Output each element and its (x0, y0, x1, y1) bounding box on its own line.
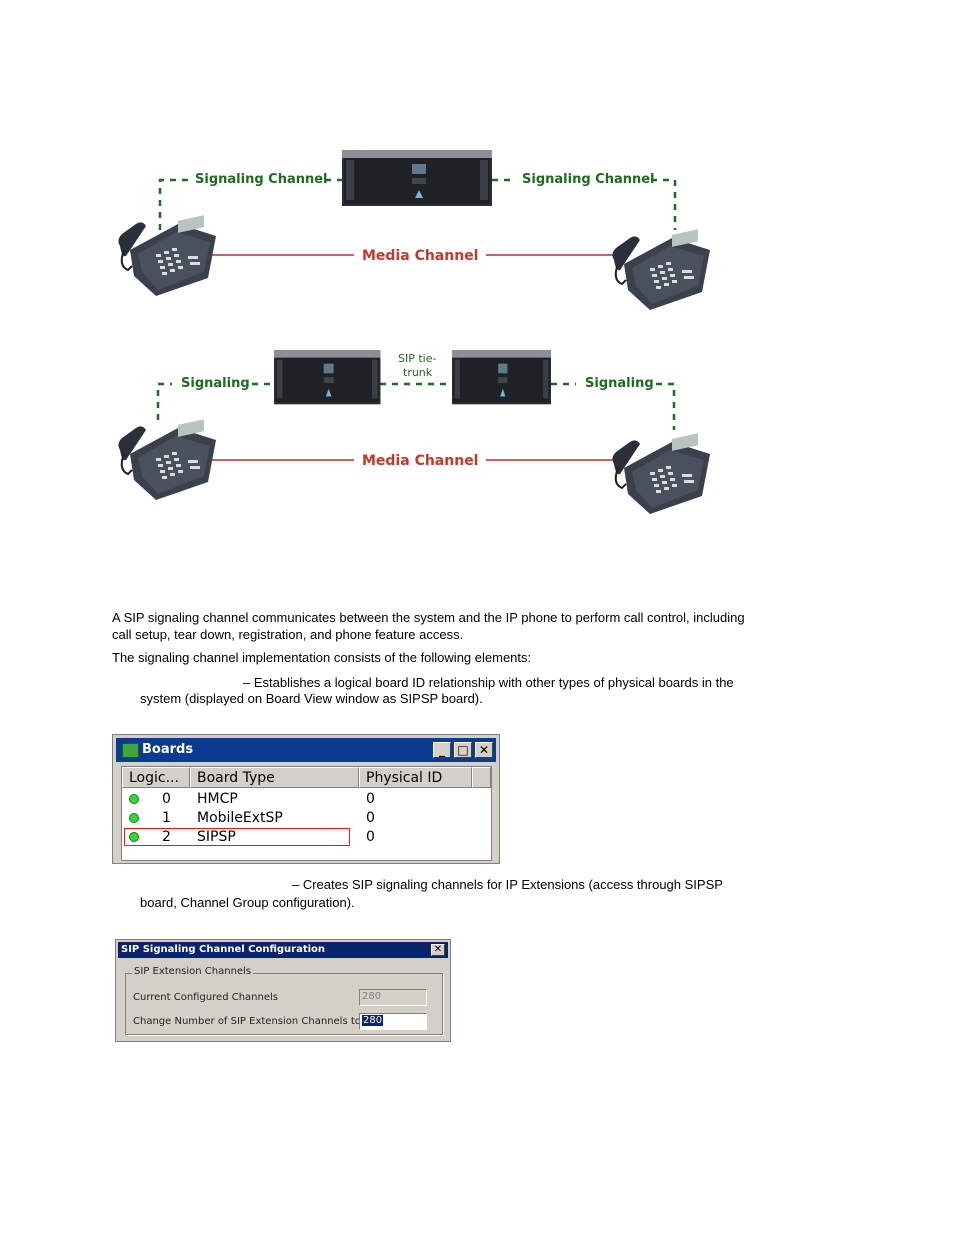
ip-phone-icon (611, 432, 711, 515)
board-physical-id: 0 (366, 810, 375, 826)
boards-list: Logic... Board Type Physical ID 0 HMCP 0… (121, 766, 492, 861)
column-header-physical-id[interactable]: Physical ID (359, 767, 472, 788)
board-physical-id: 0 (366, 791, 375, 807)
bullet-1-line-1: – Establishes a logical board ID relatio… (243, 675, 734, 690)
highlight-box (124, 828, 350, 846)
sip-dialog-title: SIP Signaling Channel Configuration (121, 944, 326, 955)
ip-phone-icon (611, 228, 711, 311)
ip-phone-icon (117, 418, 217, 501)
d2-media-channel-label: Media Channel (362, 453, 478, 469)
status-led-icon (129, 813, 139, 823)
bullet-2-line-2: board, Channel Group configuration). (140, 895, 355, 910)
d1-signaling-left-label: Signaling Channel (195, 172, 328, 187)
board-logical-id: 1 (162, 810, 171, 826)
pbx-server-icon (274, 350, 381, 405)
sip-extension-channels-group: SIP Extension Channels Current Configure… (125, 966, 443, 1035)
intro-line-2: call setup, tear down, registration, and… (112, 627, 464, 642)
boards-window: Boards _ □ ✕ Logic... Board Type Physica… (112, 734, 500, 864)
bullet-1-line-2: system (displayed on Board View window a… (140, 691, 483, 706)
d2-signaling-right-label: Signaling (585, 376, 654, 391)
board-type: SIPSP (197, 829, 236, 845)
sip-dialog-titlebar[interactable]: SIP Signaling Channel Configuration ✕ (118, 942, 448, 958)
status-led-icon (129, 832, 139, 842)
network-diagrams: Signaling Channel Signaling Channel Medi… (117, 150, 711, 515)
d2-tie-trunk-label-2: trunk (403, 366, 433, 379)
minimize-button[interactable]: _ (433, 742, 451, 758)
d2-tie-trunk-label-1: SIP tie- (398, 352, 436, 365)
pbx-server-icon (342, 150, 492, 206)
board-logical-id: 0 (162, 791, 171, 807)
d1-media-channel-label: Media Channel (362, 248, 478, 264)
close-button[interactable]: ✕ (431, 944, 445, 956)
maximize-button[interactable]: □ (454, 742, 472, 758)
bullet-2-line-1: – Creates SIP signaling channels for IP … (292, 877, 723, 892)
board-logical-id: 2 (162, 829, 171, 845)
column-header-board-type[interactable]: Board Type (190, 767, 359, 788)
boards-titlebar[interactable]: Boards _ □ ✕ (116, 738, 496, 762)
change-channels-input[interactable]: 280 (359, 1013, 427, 1030)
board-type: HMCP (197, 791, 238, 807)
column-header-logical[interactable]: Logic... (122, 767, 190, 788)
pbx-server-icon (452, 350, 551, 405)
intro-line-1: A SIP signaling channel communicates bet… (112, 610, 745, 625)
ip-phone-icon (117, 214, 217, 297)
current-channels-field: 280 (359, 989, 427, 1006)
boards-title: Boards (142, 742, 194, 757)
status-led-icon (129, 794, 139, 804)
close-button[interactable]: ✕ (475, 742, 493, 758)
sip-config-dialog: SIP Signaling Channel Configuration ✕ SI… (115, 939, 451, 1042)
board-row[interactable]: 2 SIPSP 0 (122, 828, 491, 847)
board-row[interactable]: 0 HMCP 0 (122, 790, 491, 809)
group-label: SIP Extension Channels (132, 966, 254, 977)
current-channels-label: Current Configured Channels (133, 992, 278, 1003)
column-header-filler (472, 767, 491, 788)
d2-signaling-left-label: Signaling (181, 376, 250, 391)
board-row[interactable]: 1 MobileExtSP 0 (122, 809, 491, 828)
selected-value: 280 (362, 1015, 384, 1026)
boards-app-icon (122, 743, 139, 758)
d1-signaling-right-label: Signaling Channel (522, 172, 655, 187)
change-channels-label: Change Number of SIP Extension Channels … (133, 1016, 361, 1027)
elements-intro: The signaling channel implementation con… (112, 650, 532, 665)
board-type: MobileExtSP (197, 810, 283, 826)
board-physical-id: 0 (366, 829, 375, 845)
